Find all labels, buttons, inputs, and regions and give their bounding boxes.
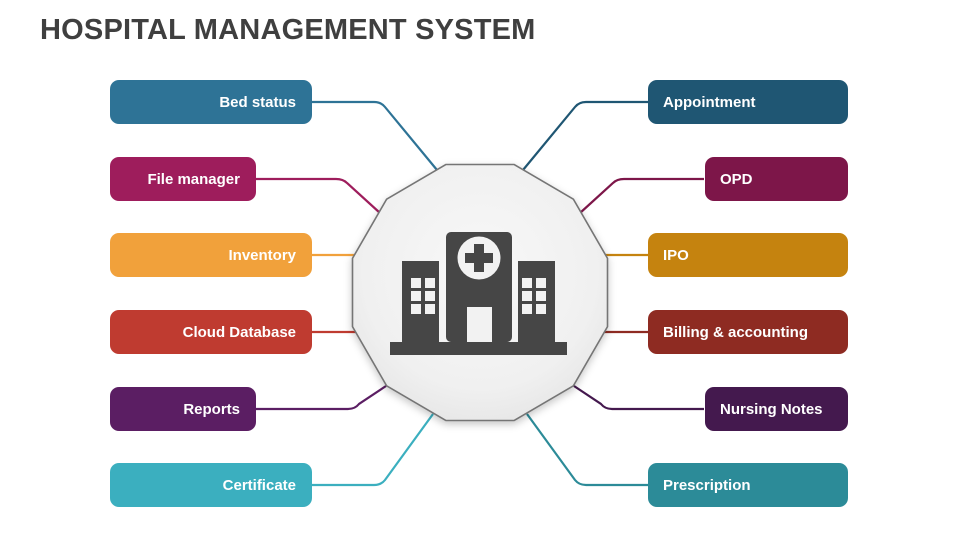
connector-reports [256,385,387,411]
node-label: Cloud Database [182,323,296,341]
node-label: OPD [720,170,753,188]
node-certificate[interactable]: Certificate [110,463,312,507]
connector-opd [579,177,704,214]
connector-bed-status [312,100,438,171]
right-wing-windows [522,278,546,314]
hospital-left-wing [402,261,439,342]
hospital-right-wing [518,261,555,342]
connector-appointment [522,100,648,171]
medical-cross-v [474,244,484,272]
node-label: Reports [183,400,240,418]
node-ipo[interactable]: IPO [648,233,848,277]
node-bed-status[interactable]: Bed status [110,80,312,124]
node-label: Bed status [219,93,296,111]
hospital-door [467,307,492,342]
node-label: Nursing Notes [720,400,823,418]
node-cloud-database[interactable]: Cloud Database [110,310,312,354]
node-nursing-notes[interactable]: Nursing Notes [705,387,848,431]
connector-certificate [312,413,434,487]
page-title: HOSPITAL MANAGEMENT SYSTEM [40,14,536,46]
node-file-manager[interactable]: File manager [110,157,256,201]
hospital-base [390,342,567,355]
node-appointment[interactable]: Appointment [648,80,848,124]
node-label: IPO [663,246,689,264]
node-label: Certificate [222,476,296,494]
node-inventory[interactable]: Inventory [110,233,312,277]
node-reports[interactable]: Reports [110,387,256,431]
node-label: File manager [147,170,240,188]
node-billing-accounting[interactable]: Billing & accounting [648,310,848,354]
connector-prescription [526,413,648,487]
connector-file-manager [256,177,381,214]
node-label: Appointment [663,93,756,111]
node-opd[interactable]: OPD [705,157,848,201]
hospital-building-icon [390,232,567,355]
node-label: Inventory [228,246,296,264]
node-label: Prescription [663,476,751,494]
node-prescription[interactable]: Prescription [648,463,848,507]
left-wing-windows [411,278,435,314]
connector-nursing-notes [573,385,704,411]
node-label: Billing & accounting [663,323,808,341]
